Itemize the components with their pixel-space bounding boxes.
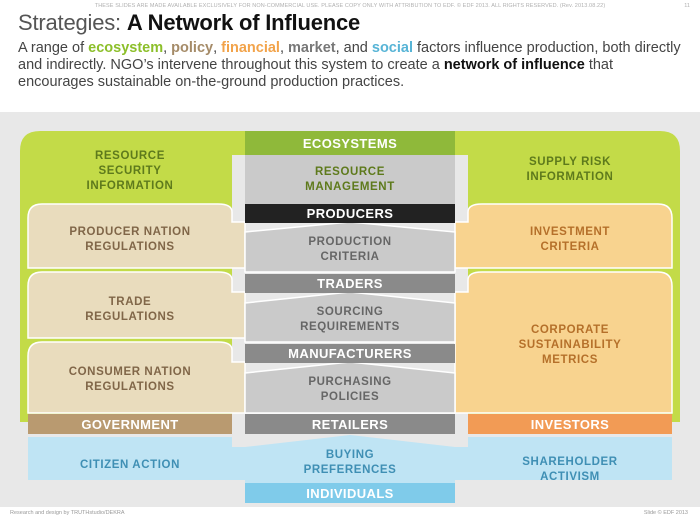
title-bold: A Network of Influence [126,10,361,35]
resource-security-label: RESOURCE SECURITY INFORMATION [86,149,174,192]
production-criteria-label: PRODUCTION CRITERIA [308,236,392,263]
resource-management-label: RESOURCE MANAGEMENT [305,166,395,193]
individuals-region [28,437,245,480]
producers-band: PRODUCERS [245,204,455,223]
purchasing-policies-chevron [244,361,456,414]
intro-comma-2: , [213,40,222,56]
government-band: GOVERNMENT [28,414,232,434]
intro-comma-3: , [279,40,289,56]
footer-copyright: Slide © EDF 2013 [643,510,688,516]
citizen-action-label: CITIZEN ACTION [80,458,180,471]
traders-band: TRADERS [245,274,455,293]
individuals-region-right [455,437,672,480]
intro-social: social [371,40,413,56]
intro-policy: policy [171,40,214,56]
sourcing-requirements-label: SOURCING REQUIREMENTS [300,306,400,333]
intro-market: market [288,40,336,56]
intro-ecosystem: ecosystem [88,40,164,56]
resource-management-box [245,155,455,204]
supply-risk-label: SUPPLY RISK INFORMATION [526,156,614,183]
buying-preferences-chevron [245,435,455,483]
page-number: 11 [684,3,690,9]
producer-nation-label: PRODUCER NATION REGULATIONS [69,226,191,253]
ecosystems-band: ECOSYSTEMS [245,131,455,155]
shareholder-activism-label: SHAREHOLDER ACTIVISM [522,456,618,483]
corporate-sustainability-label: CORPORATE SUSTAINABILITY METRICS [518,323,622,366]
purchasing-policies-label: PURCHASING POLICIES [308,376,392,403]
title-prefix: Strategies: [18,10,127,35]
intro-text-1: A range of [18,40,89,56]
intro-paragraph: A range of ecosystem, policy, financial,… [18,40,688,91]
intro-text-3: factors influence production, both direc… [18,40,681,73]
intro-text-4: that encourages sustainable on-the-groun… [18,57,614,90]
individuals-band: INDIVIDUALS [245,483,455,503]
investors-band: INVESTORS [468,414,672,434]
slide-title: Strategies: A Network of Influence [18,10,360,36]
consumer-nation-label: CONSUMER NATION REGULATIONS [68,366,192,393]
manufacturers-band: MANUFACTURERS [245,344,455,363]
footer-credit: Research and design by TRUTHstudio/DEKRA [10,510,125,516]
investment-criteria-label: INVESTMENT CRITERIA [529,226,611,253]
buying-preferences-label: BUYING PREFERENCES [303,449,397,476]
intro-network: network of influence [443,57,585,73]
disclaimer-text: THESE SLIDES ARE MADE AVAILABLE EXCLUSIV… [94,3,606,9]
intro-comma-1: , [163,40,172,56]
trade-regulations-label: TRADE REGULATIONS [85,296,175,323]
sourcing-requirements-chevron [244,291,456,343]
retailers-band: RETAILERS [245,414,455,434]
intro-financial: financial [221,40,280,56]
intro-text-2: , and [335,40,372,56]
production-criteria-chevron [244,221,456,273]
